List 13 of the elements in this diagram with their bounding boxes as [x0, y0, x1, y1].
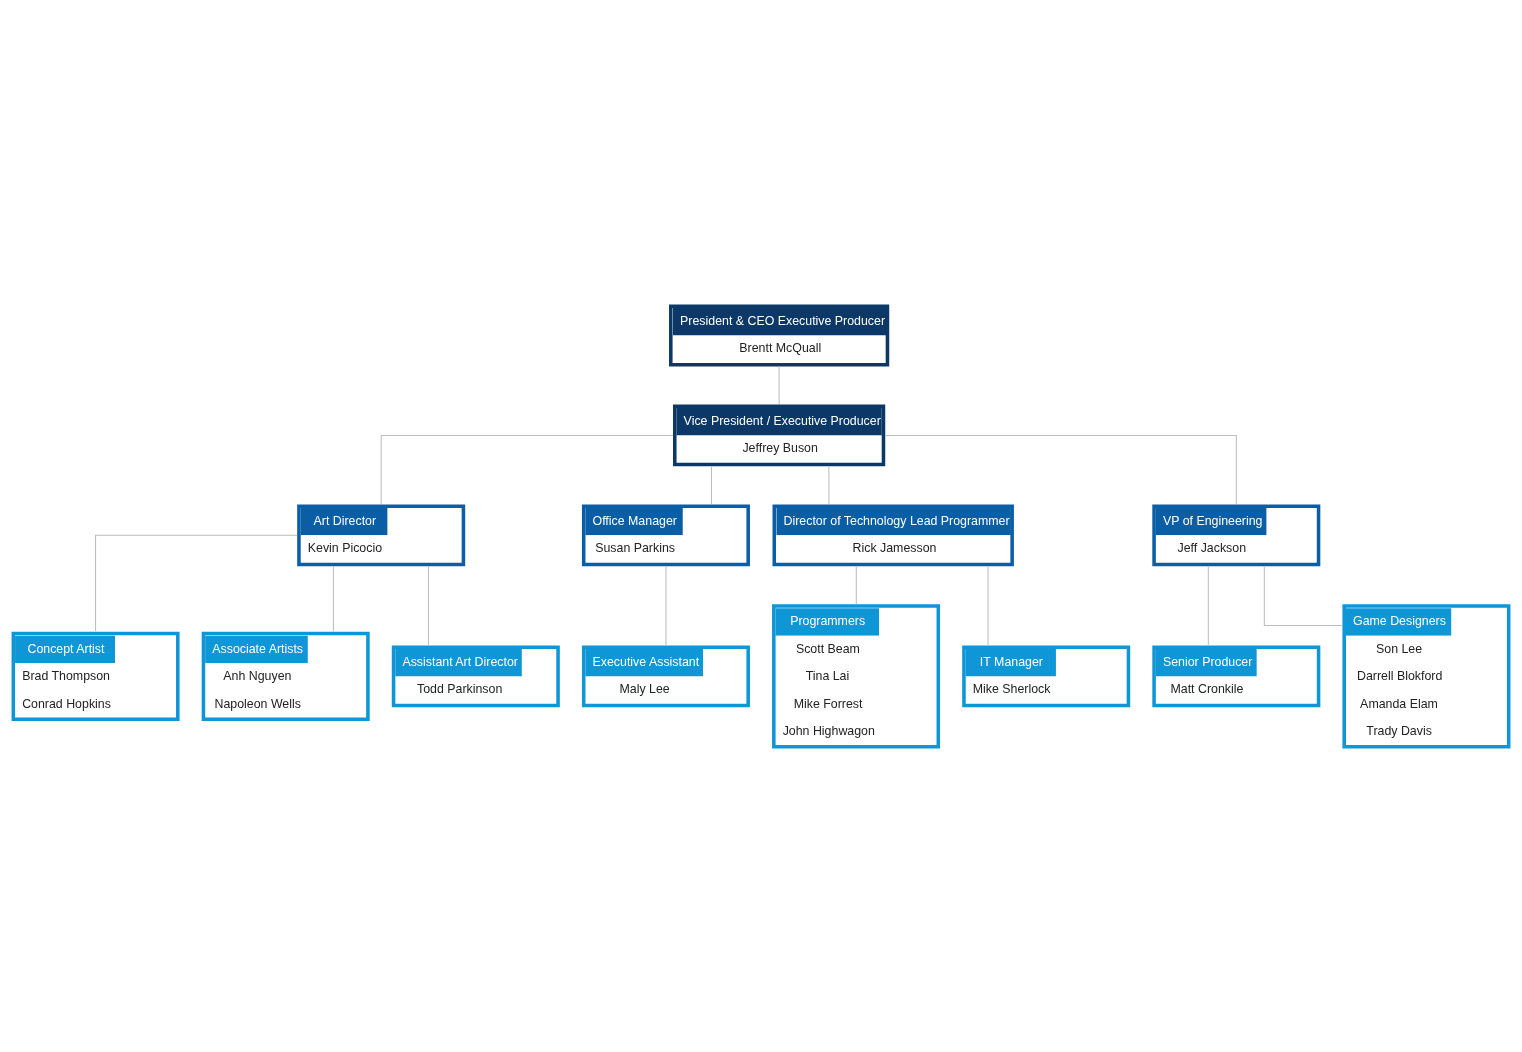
connector: [710, 465, 712, 505]
connector: [332, 565, 334, 632]
connector: [1207, 565, 1209, 646]
connector: [380, 434, 674, 505]
connector: [855, 565, 857, 605]
connector: [1263, 565, 1343, 626]
connector: [828, 465, 830, 505]
connector: [665, 565, 667, 646]
connector: [884, 434, 1237, 505]
connector: [778, 365, 780, 405]
connector: [987, 565, 989, 646]
connector: [427, 565, 430, 646]
connector: [95, 534, 298, 632]
